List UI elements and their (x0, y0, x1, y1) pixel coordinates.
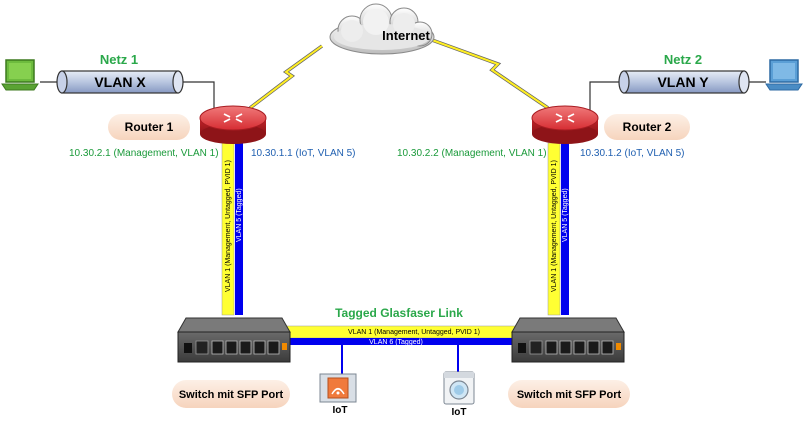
switch1-icon (177, 317, 291, 363)
iot-sensor-icon (319, 373, 357, 403)
washing-machine-icon (443, 371, 475, 405)
fiber-vlan1-label: VLAN 1 (Management, Untagged, PVID 1) (348, 329, 480, 336)
router1-vlan5-label: VLAN 5 (Tagged) (236, 188, 243, 242)
net1-router-link (183, 81, 215, 110)
router1-ip-iot: 10.30.1.1 (IoT, VLAN 5) (251, 148, 356, 159)
switch2-label: Switch mit SFP Port (517, 389, 622, 401)
switch2-icon (511, 317, 625, 363)
router2-icon (531, 105, 599, 144)
router1-ip-mgmt: 10.30.2.1 (Management, VLAN 1) (69, 148, 219, 159)
wan-link-left (248, 44, 324, 110)
computer-icon (765, 59, 803, 91)
net2-vlan-pipe: VLAN Y (618, 70, 750, 94)
internet-cloud-icon (329, 3, 435, 55)
iot2-label: IoT (452, 407, 467, 418)
net1-vlan-pipe: VLAN X (56, 70, 184, 94)
net2-title: Netz 2 (664, 52, 702, 67)
switch2-pill: Switch mit SFP Port (508, 380, 630, 408)
iot1-label: IoT (333, 405, 348, 416)
router1-icon (199, 105, 267, 144)
router1-pill: Router 1 (108, 114, 190, 140)
net2-router-link (589, 81, 619, 110)
fiber-link: VLAN 1 (Management, Untagged, PVID 1) VL… (279, 306, 519, 346)
router2-pill: Router 2 (604, 114, 690, 140)
router2-vlan5-link (561, 143, 569, 315)
router2-vlan1-label: VLAN 1 (Management, Untagged, PVID 1) (551, 160, 558, 292)
router2-vlan5-label: VLAN 5 (Tagged) (562, 188, 569, 242)
net2-vlan-label: VLAN Y (657, 74, 709, 90)
router1-uplink: VLAN 1 (Management, Untagged, PVID 1) VL… (221, 142, 243, 316)
net1-vlan-label: VLAN X (94, 74, 146, 90)
router2-label: Router 2 (623, 120, 672, 134)
router1-vlan5-link (235, 143, 243, 315)
router1-label: Router 1 (125, 120, 174, 134)
router1-vlan1-label: VLAN 1 (Management, Untagged, PVID 1) (225, 160, 232, 292)
internet-label: Internet (382, 28, 430, 43)
router2-uplink: VLAN 1 (Management, Untagged, PVID 1) VL… (547, 142, 569, 316)
fiber-vlan6-link (280, 338, 518, 345)
router2-ip-iot: 10.30.1.2 (IoT, VLAN 5) (580, 148, 685, 159)
router2-ip-mgmt: 10.30.2.2 (Management, VLAN 1) (397, 148, 547, 159)
wan-link-right (431, 38, 549, 110)
switch1-pill: Switch mit SFP Port (172, 380, 290, 408)
switch1-label: Switch mit SFP Port (179, 389, 284, 401)
laptop-icon (1, 59, 39, 91)
net1-title: Netz 1 (100, 52, 138, 67)
fiber-link-title: Tagged Glasfaser Link (335, 306, 463, 320)
fiber-vlan6-label: VLAN 6 (Tagged) (369, 339, 423, 346)
